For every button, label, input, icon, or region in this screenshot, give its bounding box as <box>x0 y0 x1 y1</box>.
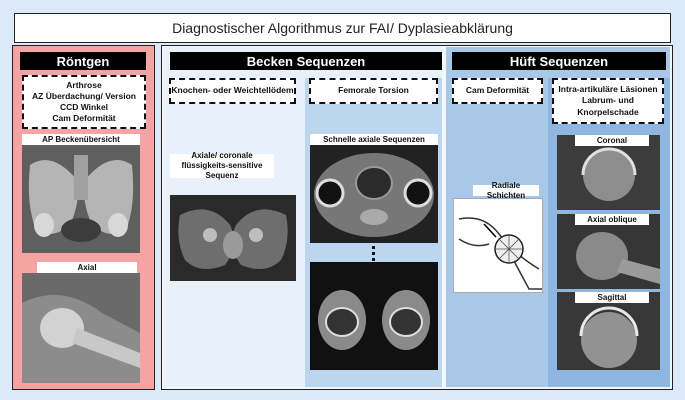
rontgen-header: Röntgen <box>20 52 146 70</box>
femorale-torsion-text: Femorale Torsion <box>338 85 409 96</box>
axial-xray-label: Axial <box>37 262 137 273</box>
sagittal-hip-mri-image <box>557 292 660 370</box>
becken-header: Becken Sequenzen <box>170 52 442 70</box>
coronal-label: Coronal <box>575 135 649 146</box>
axiale-coronale-label: Axiale/ coronale flüssigkeits-sensitive … <box>170 151 274 180</box>
knee-torsion-mri-image <box>310 262 438 370</box>
cam-deformitat-text: Cam Deformität <box>465 85 530 96</box>
ap-pelvis-xray-image <box>22 145 140 253</box>
axial-pelvis-mri-image <box>310 145 438 243</box>
huft-header: Hüft Sequenzen <box>452 52 666 70</box>
radiale-schichten-label: Radiale Schichten <box>473 181 539 200</box>
knochen-weichtell-text: Knochen- oder Weichtellödem <box>171 85 294 96</box>
sagittal-label: Sagittal <box>575 292 649 303</box>
intra-artikulare-text: Intra-artikuläre Läsionen Labrum- und Kn… <box>558 84 658 117</box>
page-title: Diagnostischer Algorithmus zur FAI/ Dypl… <box>14 13 671 43</box>
axial-oblique-mri-image <box>557 214 660 289</box>
coronal-hip-mri-image <box>557 135 660 210</box>
femorale-torsion-box: Femorale Torsion <box>309 78 438 104</box>
rontgen-finding: Arthrose <box>66 79 102 90</box>
schnelle-axiale-label: Schnelle axiale Sequenzen <box>310 134 438 145</box>
radial-slices-illustration <box>453 198 543 293</box>
ap-label: AP Beckenübersicht <box>22 134 140 145</box>
cam-deformitat-box: Cam Deformität <box>452 78 543 104</box>
connector-dotted-line <box>372 246 375 261</box>
knochen-weichtell-box: Knochen- oder Weichtellödem <box>169 78 296 104</box>
rontgen-finding: CCD Winkel <box>59 102 109 112</box>
axial-hip-xray-image <box>22 273 140 383</box>
axial-oblique-label: Axial oblique <box>575 214 649 225</box>
rontgen-findings-box: Arthrose AZ Überdachung/ Version CCD Win… <box>22 75 146 129</box>
rontgen-finding: Cam Deformität <box>52 113 116 124</box>
rontgen-finding: AZ Überdachung/ Version <box>32 90 136 101</box>
pelvis-mri-image <box>170 195 296 281</box>
intra-artikulare-box: Intra-artikuläre Läsionen Labrum- und Kn… <box>552 78 664 124</box>
